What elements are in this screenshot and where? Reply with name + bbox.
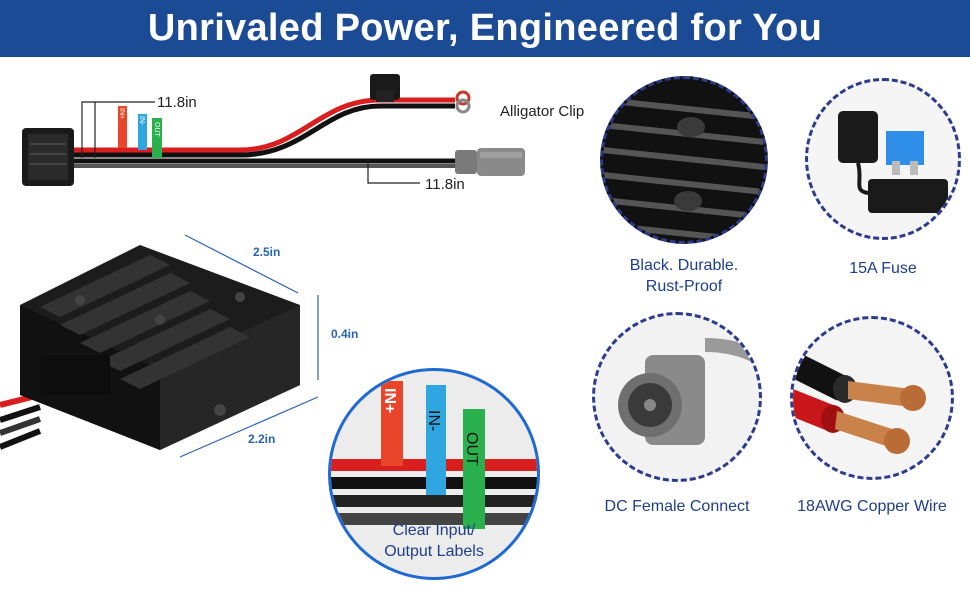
labels-callout-circle: [328, 368, 540, 580]
fuse-graphic: [838, 111, 948, 213]
heatsink-fins-graphic: [603, 97, 765, 241]
module-illustration: [0, 234, 319, 458]
feature-caption-fuse: 15A Fuse: [849, 260, 917, 277]
feature-caption-durable: Black. Durable. Rust-Proof: [629, 257, 739, 295]
alligator-clip-label: Alligator Clip: [500, 103, 585, 120]
feature-heatsink-image: [600, 76, 768, 244]
labels-callout-graphic: [331, 381, 537, 529]
input-length-label: 11.8in: [157, 94, 197, 111]
output-length-label: 11.8in: [425, 176, 465, 193]
tag-out: OUT: [463, 432, 480, 466]
header-banner: Unrivaled Power, Engineered for You: [0, 0, 970, 57]
length-dimension: 2.5in: [253, 245, 281, 259]
cable-diagram: [22, 74, 525, 186]
tag-in-minus: IN-: [425, 410, 442, 432]
feature-caption-dc: DC Female Connect: [604, 498, 750, 515]
copper-wire-graphic: [793, 349, 926, 454]
feature-caption-copper: 18AWG Copper Wire: [797, 498, 947, 515]
tag-out-small: OUT: [153, 122, 160, 137]
tag-in-minus-small: IN-: [138, 116, 145, 126]
tag-in-plus-small: IN+: [118, 108, 125, 120]
dc-connector-graphic: [618, 338, 759, 445]
feature-dc-connector-image: [592, 312, 762, 482]
tag-in-plus: IN+: [381, 388, 398, 414]
feature-copper-wire-image: [790, 316, 954, 480]
page-title: Unrivaled Power, Engineered for You: [147, 7, 823, 49]
labels-callout-caption: Clear Input/ Output Labels: [384, 522, 484, 560]
height-dimension: 0.4in: [331, 327, 359, 341]
width-dimension: 2.2in: [248, 432, 276, 446]
feature-fuse-image: [805, 78, 961, 240]
